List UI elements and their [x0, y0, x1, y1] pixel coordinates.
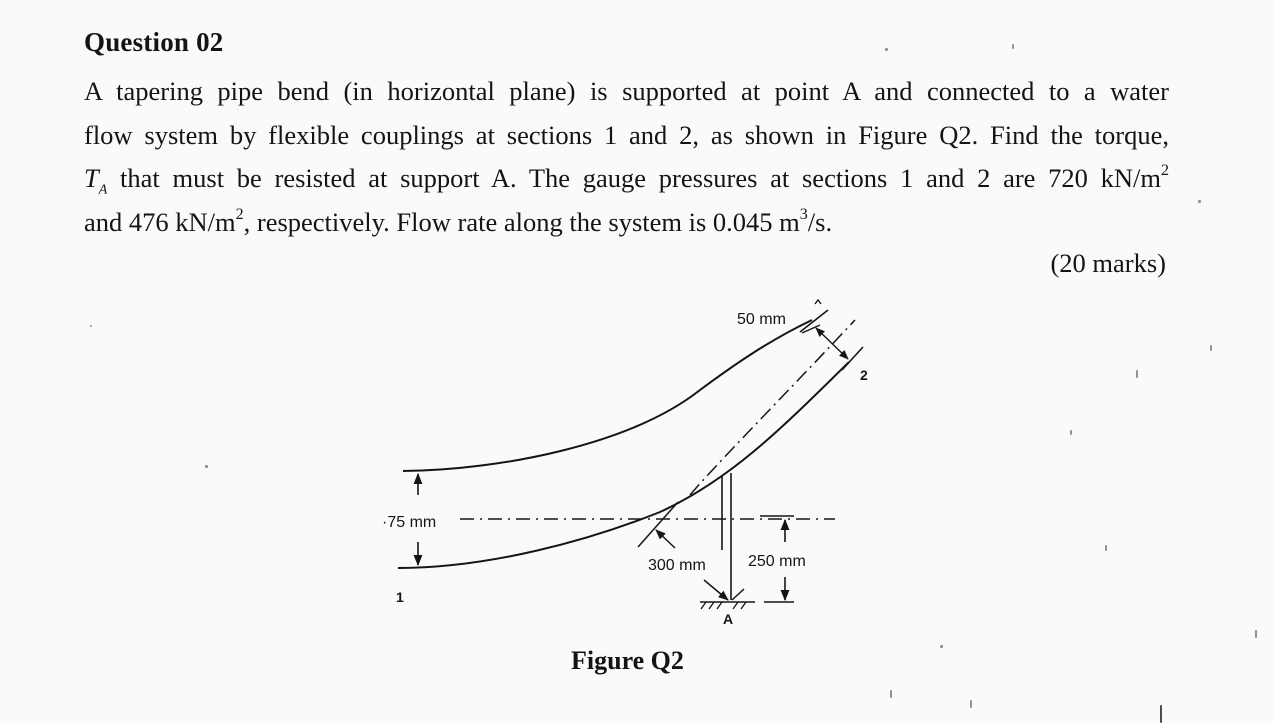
label-section-2: 2: [860, 367, 868, 383]
question-line-4: and 476 kN/m2, respectively. Flow rate a…: [84, 205, 833, 237]
torque-symbol: TA: [84, 163, 108, 198]
question-line-1: A tapering pipe bend (in horizontal plan…: [84, 76, 1169, 106]
label-250mm: 250 mm: [748, 553, 806, 570]
label-75mm: ·75 mm: [382, 514, 436, 531]
label-50mm: 50 mm: [737, 311, 786, 328]
question-body: A tapering pipe bend (in horizontal plan…: [84, 70, 1169, 244]
question-line-3: TA that must be resisted at support A. T…: [84, 162, 1169, 198]
marks-label: (20 marks): [1050, 248, 1166, 278]
label-300mm: 300 mm: [648, 557, 706, 574]
question-title: Question 02: [84, 27, 224, 57]
figure-caption: Figure Q2: [571, 646, 684, 675]
question-line-2: flow system by flexible couplings at sec…: [84, 119, 1169, 150]
label-support-a: A: [723, 611, 733, 627]
label-section-1: 1: [396, 589, 404, 605]
figure-q2-diagram: 50 mm ·75 mm 300 mm 250 mm 1 2 A: [360, 280, 880, 640]
